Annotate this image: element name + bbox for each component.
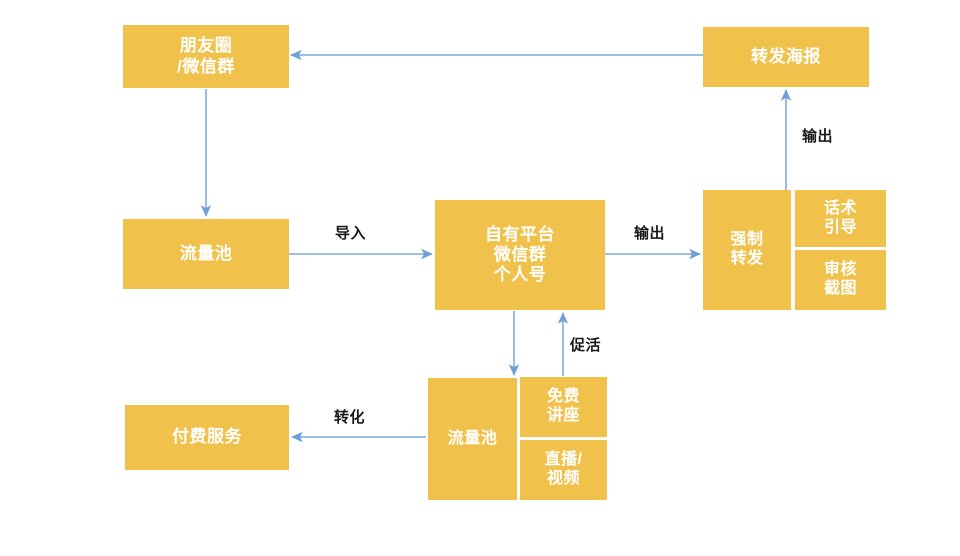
node-poster[interactable]: 转发海报 — [703, 27, 869, 87]
node-label-line: 流量池 — [179, 243, 233, 263]
node-label-line: /微信群 — [177, 56, 235, 76]
node-label-line: 强制 — [730, 231, 764, 249]
node-label-line: 付费服务 — [172, 427, 242, 447]
node-label-line: 讲座 — [546, 407, 580, 424]
node-live-video[interactable]: 直播/视频 — [520, 440, 607, 500]
node-label-line: 视频 — [546, 470, 580, 487]
node-label-line: 直播/ — [544, 451, 583, 469]
node-traffic-pool-1[interactable]: 流量池 — [123, 219, 289, 289]
node-moments[interactable]: 朋友圈/微信群 — [123, 25, 289, 88]
node-label-line: 话术 — [823, 199, 857, 217]
node-own-platform[interactable]: 自有平台微信群个人号 — [435, 200, 605, 310]
node-label-line: 审核 — [823, 261, 857, 279]
node-free-lecture[interactable]: 免费讲座 — [520, 377, 607, 437]
node-paid-service[interactable]: 付费服务 — [125, 405, 289, 470]
edge-label-platform-to-force: 输出 — [634, 225, 666, 242]
node-label-line: 个人号 — [493, 265, 547, 285]
node-traffic-pool-2[interactable]: 流量池 — [428, 378, 517, 500]
node-script-guide[interactable]: 话术引导 — [795, 190, 886, 247]
node-label-line: 免费 — [546, 388, 580, 406]
node-label-line: 引导 — [823, 218, 857, 236]
node-label-line: 转发 — [730, 250, 764, 267]
edge-label-lecture-up-to-platform: 促活 — [570, 337, 602, 354]
node-review-shot[interactable]: 审核截图 — [795, 250, 886, 310]
node-label-line: 自有平台 — [485, 224, 555, 244]
node-force-forward[interactable]: 强制转发 — [703, 190, 791, 310]
node-label-line: 流量池 — [447, 429, 498, 447]
edge-label-force-to-poster: 输出 — [802, 128, 834, 145]
edge-label-pool1-to-platform: 导入 — [335, 225, 367, 242]
node-label-line: 微信群 — [493, 244, 547, 264]
node-label-line: 截图 — [823, 280, 857, 297]
node-label-line: 转发海报 — [751, 46, 821, 66]
edge-label-pool2-to-paid: 转化 — [334, 409, 366, 426]
node-label-line: 朋友圈 — [179, 36, 233, 56]
